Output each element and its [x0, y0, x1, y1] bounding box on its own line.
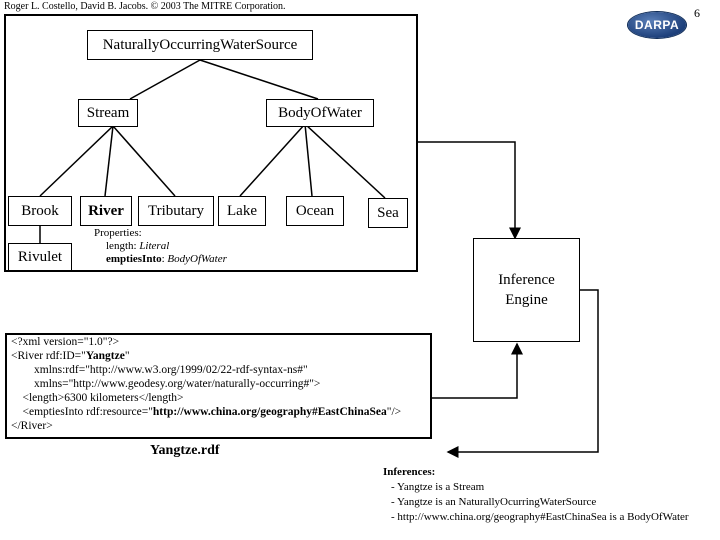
xml-document-box — [5, 333, 432, 439]
properties-title: Properties: — [94, 227, 142, 239]
inference-item: - Yangtze is a Stream — [391, 481, 485, 493]
river-properties: Properties: length: Literal emptiesInto:… — [94, 227, 227, 266]
inference-engine-line1: Inference — [498, 272, 555, 288]
node-stream: Stream — [78, 99, 138, 127]
node-river: River — [80, 196, 132, 226]
darpa-logo-text: DARPA — [634, 18, 680, 32]
inferences-title: Inferences: — [383, 466, 436, 478]
node-rivulet: Rivulet — [8, 243, 72, 271]
page-number: 6 — [694, 6, 700, 20]
node-lake: Lake — [218, 196, 266, 226]
inferences-block: Inferences: - Yangtze is a Stream - Yang… — [383, 465, 689, 525]
xml-line-length: <length>6300 kilometers</length> — [11, 392, 184, 404]
property-empties-into: emptiesInto: BodyOfWater — [94, 253, 227, 266]
xml-river-id: Yangtze — [85, 350, 125, 362]
node-brook: Brook — [8, 196, 72, 226]
xml-empties-into-resource: http://www.china.org/geography#EastChina… — [152, 406, 387, 418]
property-length-type: Literal — [139, 240, 170, 252]
xml-river-open-suffix: " — [124, 350, 130, 362]
property-empties-into-name: emptiesInto — [106, 253, 162, 265]
property-length-name: length: — [106, 240, 140, 252]
inference-item: - http://www.china.org/geography#EastChi… — [391, 511, 689, 523]
xml-line-empties-into: <emptiesInto rdf:resource="http://www.ch… — [11, 405, 402, 419]
xml-river-open-prefix: <River rdf:ID=" — [11, 350, 86, 362]
inference-engine-line2: Engine — [505, 292, 548, 308]
darpa-logo: DARPA — [628, 12, 686, 38]
xml-line-xmlns-default: xmlns="http://www.geodesy.org/water/natu… — [11, 378, 321, 390]
inference-item: - Yangtze is an NaturallyOcurringWaterSo… — [391, 496, 597, 508]
node-sea: Sea — [368, 198, 408, 228]
node-tributary: Tributary — [138, 196, 214, 226]
credit-line: Roger L. Costello, David B. Jacobs. © 20… — [4, 1, 286, 12]
node-body-of-water: BodyOfWater — [266, 99, 374, 127]
xml-file-caption: Yangtze.rdf — [150, 443, 220, 458]
xml-line-river-close: </River> — [11, 420, 53, 432]
xml-line-xmlns-rdf: xmlns:rdf="http://www.w3.org/1999/02/22-… — [11, 364, 308, 376]
property-length: length: Literal — [94, 240, 227, 253]
xml-line-river-open: <River rdf:ID="Yangtze" — [11, 349, 130, 363]
node-naturally-occurring-water-source: NaturallyOccurringWaterSource — [87, 30, 313, 60]
xml-line-declaration: <?xml version="1.0"?> — [11, 336, 120, 348]
property-empties-into-sep: : — [161, 253, 168, 265]
xml-empties-into-suffix: "/> — [386, 406, 402, 418]
property-empties-into-type: BodyOfWater — [167, 253, 227, 265]
xml-empties-into-prefix: <emptiesInto rdf:resource=" — [11, 406, 153, 418]
inference-engine-box: Inference Engine — [473, 238, 580, 342]
node-ocean: Ocean — [286, 196, 344, 226]
